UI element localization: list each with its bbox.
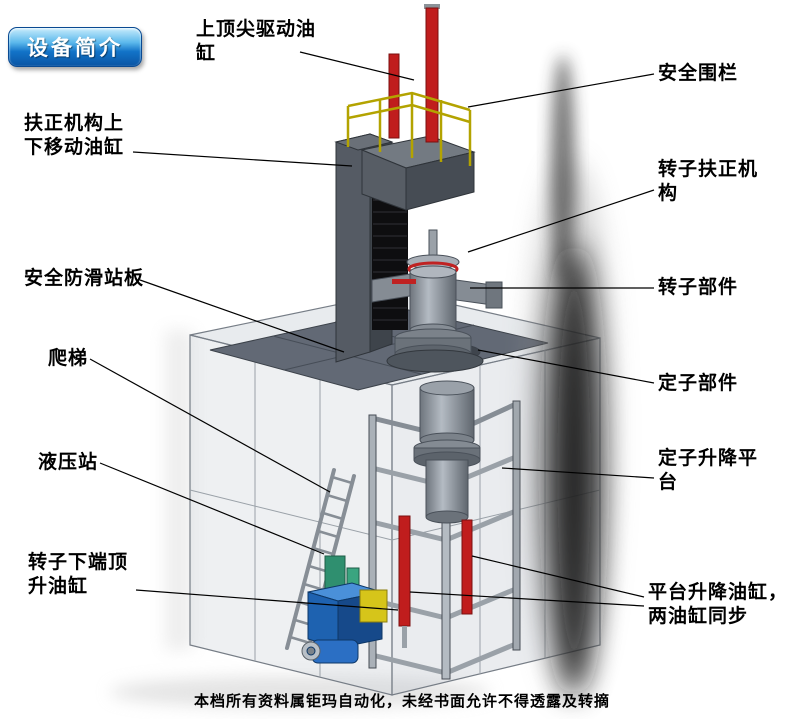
callout-stator-lift-platform: 定子升降平台 — [658, 447, 759, 493]
head-assembly — [360, 135, 476, 211]
callout-rotor-bottom-jack-cylinder: 转子下端顶升油缸 — [28, 551, 129, 597]
leader-line-centering-updown-cylinder — [132, 151, 353, 167]
callout-centering-updown-cylinder: 扶正机构上下移动油缸 — [24, 112, 125, 158]
leader-line-platform-lift-cylinder-b — [409, 591, 645, 607]
leader-line-anti-slip-platform — [139, 279, 345, 353]
leader-line-stator-lift-platform — [501, 467, 655, 479]
callout-ladder: 爬梯 — [48, 347, 89, 369]
title-badge: 设备简介 — [8, 27, 142, 67]
top-drive-cylinder-graphic — [388, 4, 440, 143]
platform-lift-cylinders-graphic — [398, 515, 473, 648]
callout-top-center-drive-cylinder: 上顶尖驱动油缸 — [196, 18, 317, 64]
smudge-artifact — [528, 55, 612, 700]
leader-line-platform-lift-cylinder-a — [471, 555, 645, 598]
safety-fence-graphic — [346, 91, 472, 166]
support-frame — [368, 400, 521, 680]
leader-lines — [89, 51, 655, 611]
leader-line-hydraulic-station — [99, 462, 325, 555]
callout-hydraulic-station: 液压站 — [38, 451, 99, 473]
leader-line-stator-component — [477, 349, 655, 384]
callout-platform-lift-cylinders: 平台升降油缸，两油缸同步 — [648, 581, 789, 627]
leader-line-rotor-bottom-jack-cylinder — [135, 589, 399, 611]
hydraulic-station-graphic — [301, 555, 388, 664]
callout-rotor-centering-mechanism: 转子扶正机构 — [658, 158, 759, 204]
stator-graphic — [413, 380, 481, 524]
confidentiality-footer: 本档所有资料属钜玛自动化，未经书面允许不得透露及转摘 — [193, 692, 610, 710]
leader-line-top-center-drive-cylinder — [299, 51, 415, 81]
leader-line-safety-fence — [467, 73, 655, 108]
leader-line-ladder — [89, 358, 331, 493]
leader-line-rotor-centering-mechanism — [467, 189, 655, 253]
callout-stator-component: 定子部件 — [658, 372, 739, 394]
callout-safety-fence: 安全围栏 — [658, 62, 739, 84]
callout-anti-slip-platform: 安全防滑站板 — [24, 267, 145, 289]
callout-rotor-component: 转子部件 — [658, 276, 739, 298]
rotor-graphic — [386, 229, 484, 373]
ground-shadow — [110, 330, 490, 708]
